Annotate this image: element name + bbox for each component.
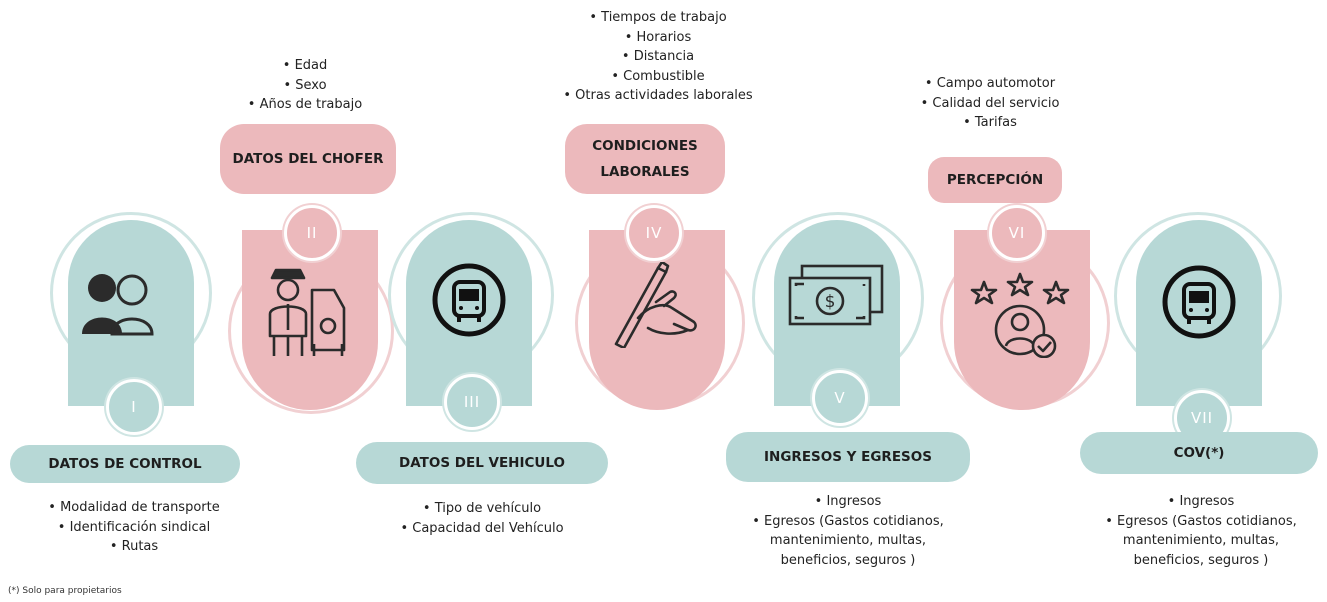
stage-1-card <box>68 220 194 406</box>
stage-4-list: • Tiempos de trabajo • Horarios • Distan… <box>528 8 788 106</box>
list-item: • Modalidad de transporte <box>48 500 220 515</box>
stage-3-title: DATOS DEL VEHICULO <box>356 442 608 484</box>
stage-2-title: DATOS DEL CHOFER <box>220 124 396 194</box>
svg-text:$: $ <box>825 292 836 312</box>
list-item: • Distancia <box>621 49 695 64</box>
bus-icon <box>1153 262 1245 346</box>
bus-icon <box>423 260 515 344</box>
list-item: • Otras actividades laborales <box>563 88 753 103</box>
stage-7-title: COV(*) <box>1080 432 1318 474</box>
stage-3-list: • Tipo de vehículo • Capacidad del Vehíc… <box>372 499 592 538</box>
driver-icon <box>258 260 362 364</box>
list-item: beneficios, seguros ) <box>1133 552 1269 568</box>
footnote: (*) Solo para propietarios <box>8 586 122 596</box>
list-item: • Años de trabajo <box>247 97 363 112</box>
stage-1-list: • Modalidad de transporte • Identificaci… <box>20 498 248 557</box>
list-item: • Tiempos de trabajo <box>589 10 727 25</box>
stage-4-title: CONDICIONES LABORALES <box>565 124 725 194</box>
list-item: • Ingresos <box>814 494 882 509</box>
stage-7-card <box>1136 220 1262 406</box>
stage-5-list: • Ingresos • Egresos (Gastos cotidianos,… <box>726 492 970 570</box>
list-item: • Ingresos <box>1167 494 1235 509</box>
hand-pen-icon <box>608 260 704 352</box>
list-item: • Tarifas <box>963 115 1017 130</box>
money-icon: $ <box>786 262 886 336</box>
list-item: • Capacidad del Vehículo <box>400 520 564 536</box>
rating-icon <box>968 272 1072 362</box>
stage-4-numeral: IV <box>626 205 682 261</box>
stage-2-list: • Edad • Sexo • Años de trabajo <box>210 56 400 115</box>
list-item: • Rutas <box>109 539 159 554</box>
list-item: • Calidad del servicio <box>920 95 1060 111</box>
stage-3-numeral: III <box>444 374 500 430</box>
list-item: • Edad <box>282 58 328 73</box>
stage-1-title: DATOS DE CONTROL <box>10 445 240 483</box>
stage-6-numeral: VI <box>989 205 1045 261</box>
list-item: • Egresos (Gastos cotidianos, <box>1105 513 1297 529</box>
list-item: • Combustible <box>611 68 705 84</box>
list-item: • Tipo de vehículo <box>422 501 542 516</box>
list-item: mantenimiento, multas, <box>1122 533 1280 548</box>
list-item: • Identificación sindical <box>57 519 211 535</box>
list-item: • Egresos (Gastos cotidianos, <box>752 513 944 529</box>
list-item: • Sexo <box>283 77 327 93</box>
list-item: • Horarios <box>624 29 692 45</box>
stage-6-title: PERCEPCIÓN <box>928 157 1062 203</box>
list-item: • Campo automotor <box>924 76 1056 91</box>
stage-1-numeral: I <box>106 379 162 435</box>
stage-6-list: • Campo automotor • Calidad del servicio… <box>890 74 1090 133</box>
stage-5-title: INGRESOS Y EGRESOS <box>726 432 970 482</box>
list-item: beneficios, seguros ) <box>780 552 916 568</box>
list-item: mantenimiento, multas, <box>769 533 927 548</box>
stage-2-numeral: II <box>284 205 340 261</box>
stage-7-list: • Ingresos • Egresos (Gastos cotidianos,… <box>1080 492 1322 570</box>
people-icon <box>78 272 174 340</box>
stage-5-numeral: V <box>812 370 868 426</box>
